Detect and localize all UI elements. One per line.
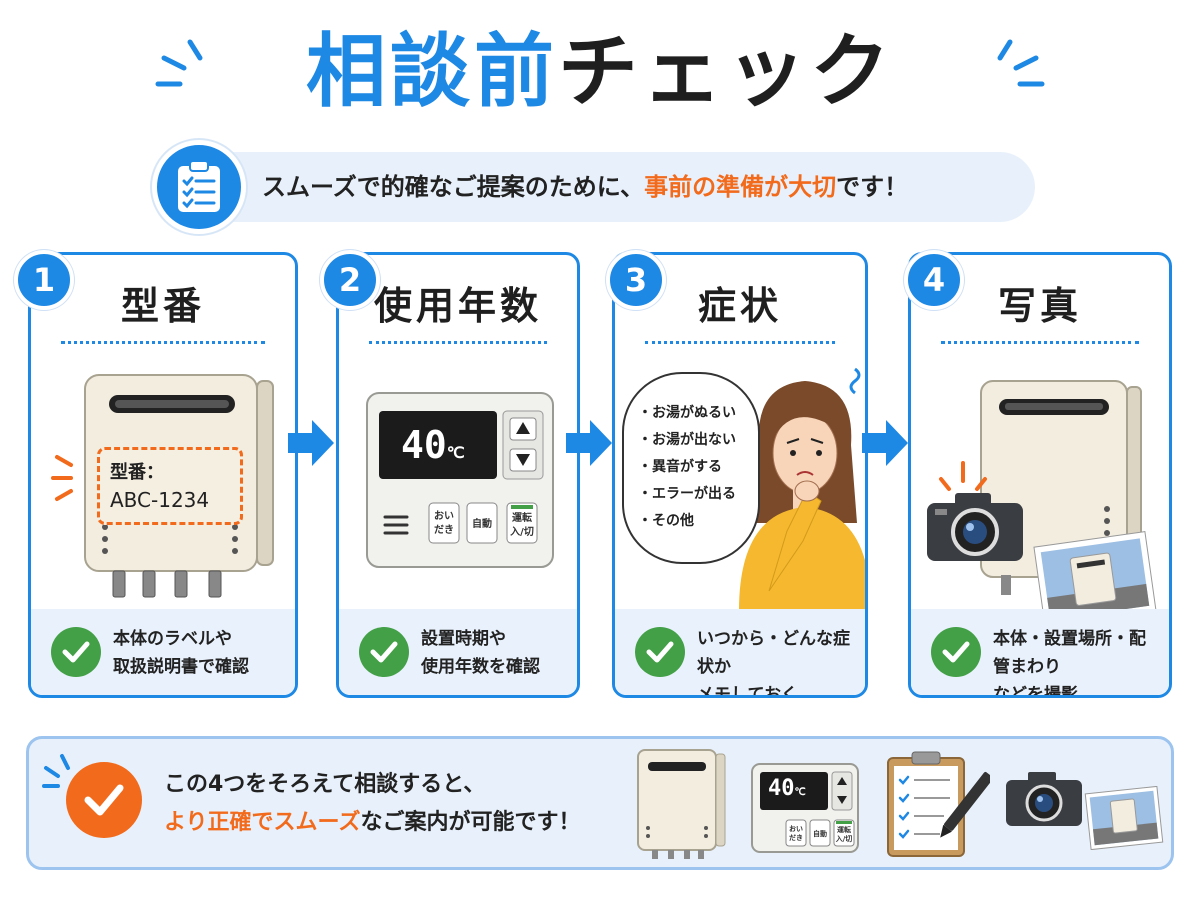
btn-power-line1: 運転 [512, 511, 532, 524]
camera-icon [927, 493, 1023, 561]
arrow-right-icon [566, 420, 612, 466]
sparkle-right-icon [997, 39, 1045, 87]
check-icon [359, 627, 409, 677]
arrow-right-icon [288, 420, 334, 466]
check-icon [66, 762, 142, 838]
btn-power-line2: 入/切 [510, 526, 534, 538]
card-foot-text: 本体・設置場所・配管まわりなどを撮影 [993, 629, 1146, 698]
card-title: 写真 [997, 284, 1082, 328]
subtitle-bar [165, 152, 1035, 222]
summary-text: この4つをそろえて相談すると、 より正確でスムーズなご案内が可能です！ [164, 772, 581, 835]
symptom-item: ・その他 [638, 513, 694, 529]
step-card-years-used: 使用年数 おい だき 自動 運転 入/切 40℃ 設置時期や使用年数を確認 [336, 252, 580, 698]
alert-lines-icon [51, 455, 73, 501]
btn-auto: 自動 [472, 517, 492, 530]
symptom-item: ・異音がする [638, 459, 722, 475]
check-icon [931, 627, 981, 677]
sparkle-left-icon [155, 39, 203, 87]
subtitle-text: スムーズで的確なご提案のために、事前の準備が大切です！ [262, 173, 909, 201]
summary-accent: より正確でスムーズ [164, 810, 361, 835]
arrow-right-icon [862, 420, 908, 466]
symptom-item: ・お湯がぬるい [638, 405, 736, 421]
svg-text:おい: おい [789, 824, 803, 833]
btn-oidaki-line1: おい [434, 510, 454, 522]
svg-text:入/切: 入/切 [835, 834, 853, 843]
card-foot: いつから・どんな症状かメモしておく [615, 609, 865, 695]
check-icon [51, 627, 101, 677]
photo-icon [1084, 786, 1164, 850]
sparkle-icon [42, 754, 70, 788]
model-number-label: 型番： ABC-1234 [97, 447, 243, 525]
title-part1: 相談前 [306, 25, 558, 118]
summary-box [26, 736, 1174, 870]
water-heater-icon [637, 749, 726, 859]
svg-text:自動: 自動 [813, 829, 827, 838]
card-foot: 本体のラベルや取扱説明書で確認 [31, 609, 295, 695]
clipboard-pen-icon [887, 751, 990, 857]
subtitle-accent: 事前の準備が大切 [644, 173, 837, 201]
symptom-speech-bubble: ・お湯がぬるい ・お湯が出ない ・異音がする ・エラーが出る ・その他 [622, 372, 760, 564]
alert-lines-icon [939, 461, 987, 491]
symptom-item: ・エラーが出る [638, 486, 736, 502]
check-icon [635, 627, 685, 677]
card-title: 症状 [697, 284, 782, 328]
step-number-3: 3 [606, 250, 666, 310]
btn-oidaki-line2: だき [434, 524, 454, 536]
clipboard-check-icon [152, 140, 246, 234]
worried-woman-icon [739, 367, 865, 611]
remote-controller-icon: おい だき 自動 運転 入/切 [366, 392, 554, 568]
step-card-photos: 写真 本体・設置場所・配管まわりなどを撮影 [908, 252, 1172, 698]
step-number-2: 2 [320, 250, 380, 310]
photo-icon [1033, 531, 1157, 627]
divider [645, 341, 835, 344]
svg-text:だき: だき [789, 833, 803, 842]
symptom-item: ・お湯が出ない [638, 432, 736, 448]
card-foot-text: 本体のラベルや取扱説明書で確認 [113, 629, 249, 677]
step-number-4: 4 [904, 250, 964, 310]
card-foot-text: 設置時期や使用年数を確認 [421, 629, 540, 677]
remote-display-value: 40℃ [768, 776, 806, 801]
card-title: 使用年数 [373, 284, 542, 328]
divider [369, 341, 547, 344]
card-foot-text: いつから・どんな症状かメモしておく [697, 629, 850, 698]
display-value: 40℃ [401, 423, 465, 467]
camera-icon [1006, 772, 1082, 826]
card-title: 型番 [120, 284, 205, 328]
step-number-1: 1 [14, 250, 74, 310]
remote-controller-icon: おい だき 自動 運転 入/切 [751, 763, 859, 853]
page-title: 相談前チェック [0, 22, 1200, 122]
step-card-model-number: 型番 型番： ABC-1234 本体のラベルや取扱説明書で確認 [28, 252, 298, 698]
title-part2: チェック [558, 25, 894, 118]
svg-text:運転: 運転 [837, 825, 851, 834]
card-foot: 設置時期や使用年数を確認 [339, 609, 577, 695]
divider [61, 341, 265, 344]
card-foot: 本体・設置場所・配管まわりなどを撮影 [911, 609, 1169, 695]
divider [941, 341, 1139, 344]
